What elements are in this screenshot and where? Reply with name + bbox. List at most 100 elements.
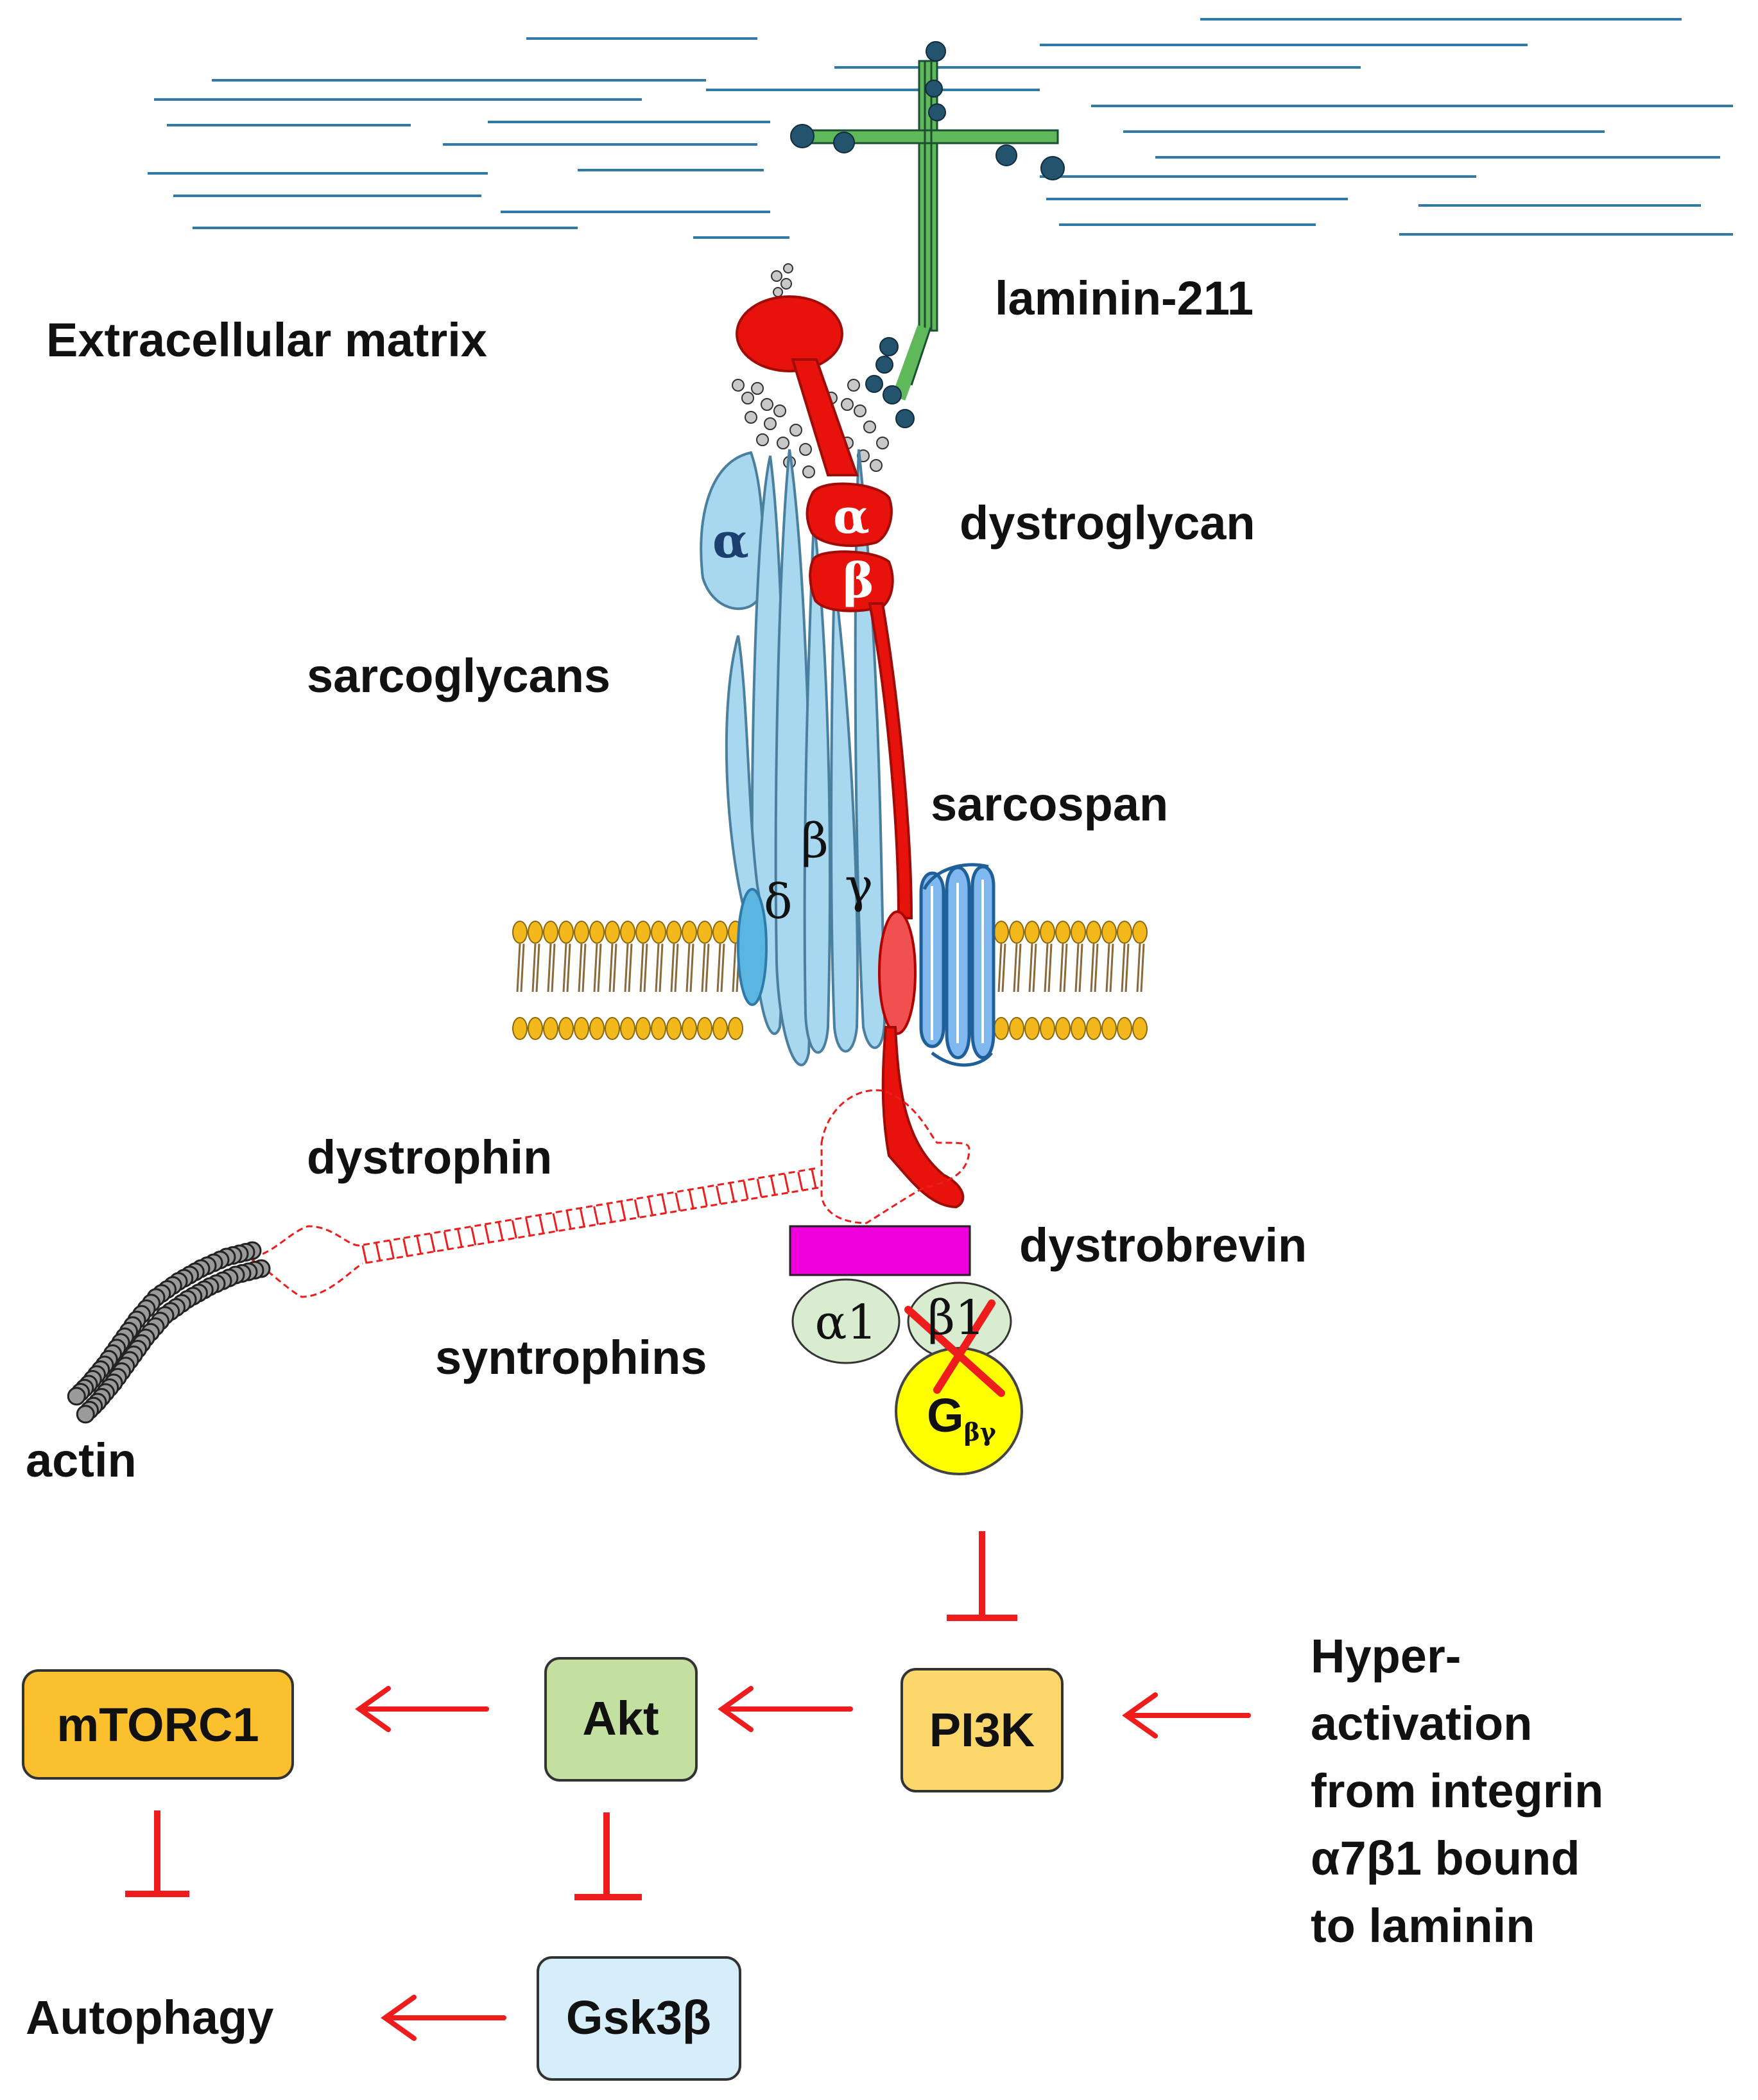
lipid-tail [1094, 943, 1099, 993]
membrane-bilayer [512, 921, 1148, 1040]
lipid-head [1101, 1017, 1117, 1040]
lipid-tail [1032, 943, 1037, 993]
lipid-tail [1074, 943, 1080, 993]
lipid-tail [547, 943, 552, 993]
lipid-tail [1140, 943, 1145, 993]
lipid-head [574, 921, 589, 944]
lipid-tail [674, 943, 679, 993]
label-akt: Akt [582, 1692, 659, 1745]
lipid-tail [997, 943, 1003, 993]
dystrophin-rod-tick [457, 1229, 463, 1248]
lipid-head [635, 1017, 651, 1040]
dystrophin-rod-tick [607, 1204, 613, 1222]
dystrophin-rod-tick [402, 1238, 409, 1257]
hyper-line-1: Hyper- [1311, 1629, 1461, 1683]
lipid-head [1040, 921, 1055, 944]
mtorc1-box [22, 1669, 294, 1780]
lipid-tail [655, 943, 660, 993]
lipid-head [666, 921, 682, 944]
lipid-head [635, 921, 651, 944]
dystroglycan-complex [736, 295, 965, 1209]
arrow-akt-to-mtorc1 [355, 1686, 489, 1732]
label-dg-beta: β [843, 553, 874, 609]
akt-box [544, 1657, 698, 1782]
label-syntrophins: syntrophins [435, 1331, 707, 1384]
lipid-tail [1047, 943, 1053, 993]
label-dystrobrevin: dystrobrevin [1019, 1219, 1307, 1272]
dystroglycan-alpha-head [736, 295, 843, 372]
dystrophin-rod-tick [375, 1243, 381, 1262]
lipid-head [697, 1017, 712, 1040]
lipid-head [1101, 921, 1117, 944]
lipid-tail [732, 943, 737, 993]
lipid-head [543, 1017, 558, 1040]
label-dg-alpha: α [833, 489, 870, 544]
inhibit-akt-to-gsk3b [574, 1812, 642, 1900]
dystrophin-rod-tick [552, 1213, 558, 1232]
lipid-head [589, 921, 605, 944]
dystrophin-rod-tick [388, 1240, 395, 1260]
lipid-head [558, 921, 574, 944]
lipid-tail [562, 943, 567, 993]
dystrophin-rod-tick [688, 1190, 694, 1209]
lipid-tail [1013, 943, 1018, 993]
label-gsk3b: Gsk3β [566, 1991, 711, 2044]
dystrophin-rod-tick [484, 1224, 490, 1244]
laminin-211-molecule [790, 41, 1065, 428]
lipid-tail [1059, 943, 1064, 993]
hyper-line-2: activation [1311, 1697, 1532, 1750]
lipid-tail [582, 943, 587, 993]
lipid-head [1132, 1017, 1148, 1040]
lipid-head [620, 1017, 635, 1040]
lipid-tail [535, 943, 540, 993]
dystrophin-rod-tick [647, 1197, 653, 1216]
dystrophin-rod-tick [729, 1183, 736, 1202]
lipid-head [558, 1017, 574, 1040]
label-dystrophin: dystrophin [307, 1131, 552, 1184]
activation-arrows [355, 1686, 1251, 2041]
hyper-line-3: from integrin [1311, 1764, 1603, 1818]
lipid-head [574, 1017, 589, 1040]
dystrophin-rod-hatching [361, 1169, 817, 1264]
lipid-tail [1109, 943, 1114, 993]
dystrophin-rod-tick [770, 1176, 776, 1195]
lipid-tail [639, 943, 644, 993]
dystrophin-rod-tick [743, 1181, 749, 1200]
lipid-tail [1136, 943, 1141, 993]
dystrobrevin-bar [789, 1225, 971, 1276]
lipid-head [543, 921, 558, 944]
lipid-tail [1078, 943, 1083, 993]
lipid-head [528, 1017, 543, 1040]
lipid-head [605, 921, 620, 944]
label-sarcospan: sarcospan [931, 777, 1168, 831]
lipid-head [1071, 921, 1086, 944]
dystrophin-rod-tick [675, 1192, 681, 1211]
lipid-tail [659, 943, 664, 993]
dystrophin-molecule [248, 1089, 970, 1298]
lipid-head [1024, 921, 1040, 944]
lipid-head [1117, 921, 1132, 944]
lipid-tail [566, 943, 571, 993]
sarcospan-molecule [919, 863, 995, 1067]
dystrophin-rod-tick [539, 1215, 545, 1234]
label-extracellular-matrix: Extracellular matrix [46, 313, 487, 367]
lipid-tail [628, 943, 633, 993]
dystrophin-rod-tick [361, 1245, 368, 1264]
lipid-head [1071, 1017, 1086, 1040]
lipid-head [1009, 921, 1024, 944]
lipid-head [994, 1017, 1009, 1040]
lipid-tail [1090, 943, 1095, 993]
label-autophagy: Autophagy [26, 1991, 273, 2044]
lipid-tail [1125, 943, 1130, 993]
dystrophin-rod-tick [579, 1208, 585, 1228]
lipid-head [1086, 921, 1101, 944]
label-sg-beta: β [801, 813, 829, 869]
knockout-cross-icon [904, 1299, 1005, 1397]
lipid-tail [531, 943, 537, 993]
actin-monomer [76, 1405, 95, 1424]
lipid-head [1009, 1017, 1024, 1040]
label-sarcoglycans: sarcoglycans [307, 649, 610, 702]
lipid-tail [520, 943, 525, 993]
sarcoglycan-complex [700, 449, 886, 1066]
